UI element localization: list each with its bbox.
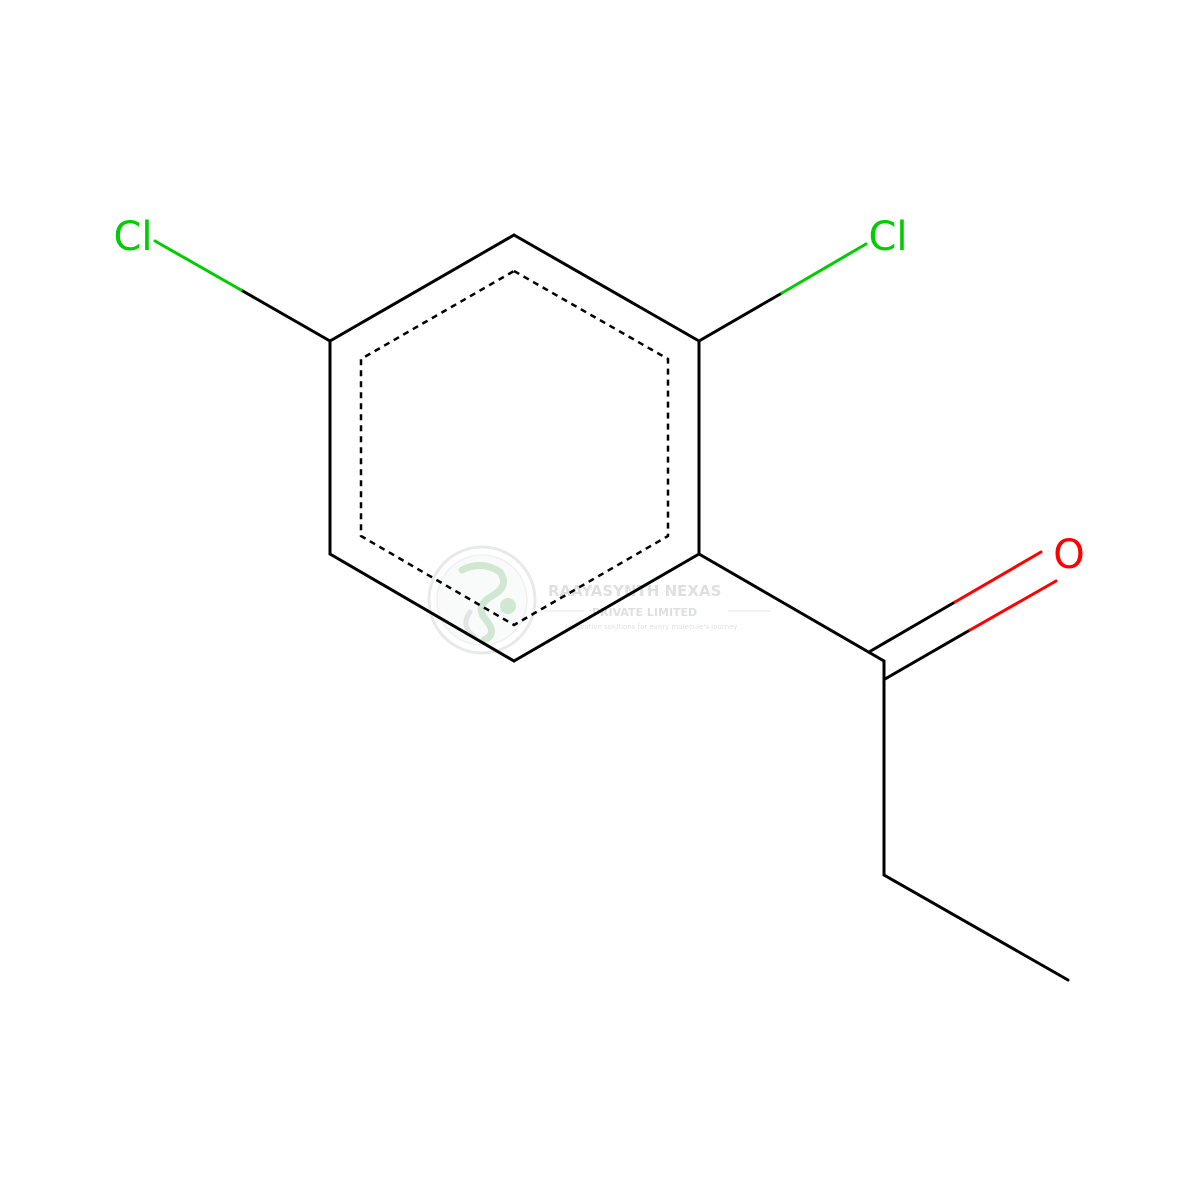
cl-right-bond	[697, 242, 868, 343]
aromatic-dashed-bonds	[359, 269, 670, 627]
cl-left-bond	[153, 239, 332, 343]
ring-bond-c6-c1	[328, 233, 516, 343]
bond-ch2-ch3	[882, 873, 1070, 982]
chlorine-atom-right: Cl	[868, 214, 907, 260]
watermark-tagline: Innovative solutions for every molecule'…	[565, 623, 737, 631]
ring-bond-c1-c2	[512, 233, 701, 343]
benzene-ring	[328, 233, 701, 663]
aromatic-inner-ring	[359, 269, 670, 627]
ring-bond-c4-c5	[328, 552, 516, 663]
watermark: RAAYASYNTH NEXAS PRIVATE LIMITED Innovat…	[427, 545, 770, 655]
watermark-subtitle: PRIVATE LIMITED	[592, 606, 697, 619]
oxygen-atom: O	[1053, 532, 1084, 578]
ring-bond-c3-c4	[512, 552, 701, 663]
carbonyl-double-bond	[867, 550, 1058, 681]
ethyl-chain	[882, 659, 1070, 982]
ring-to-carbonyl-bond	[697, 552, 886, 663]
watermark-logo-icon	[427, 545, 537, 655]
chlorine-atom-left: Cl	[113, 214, 152, 260]
